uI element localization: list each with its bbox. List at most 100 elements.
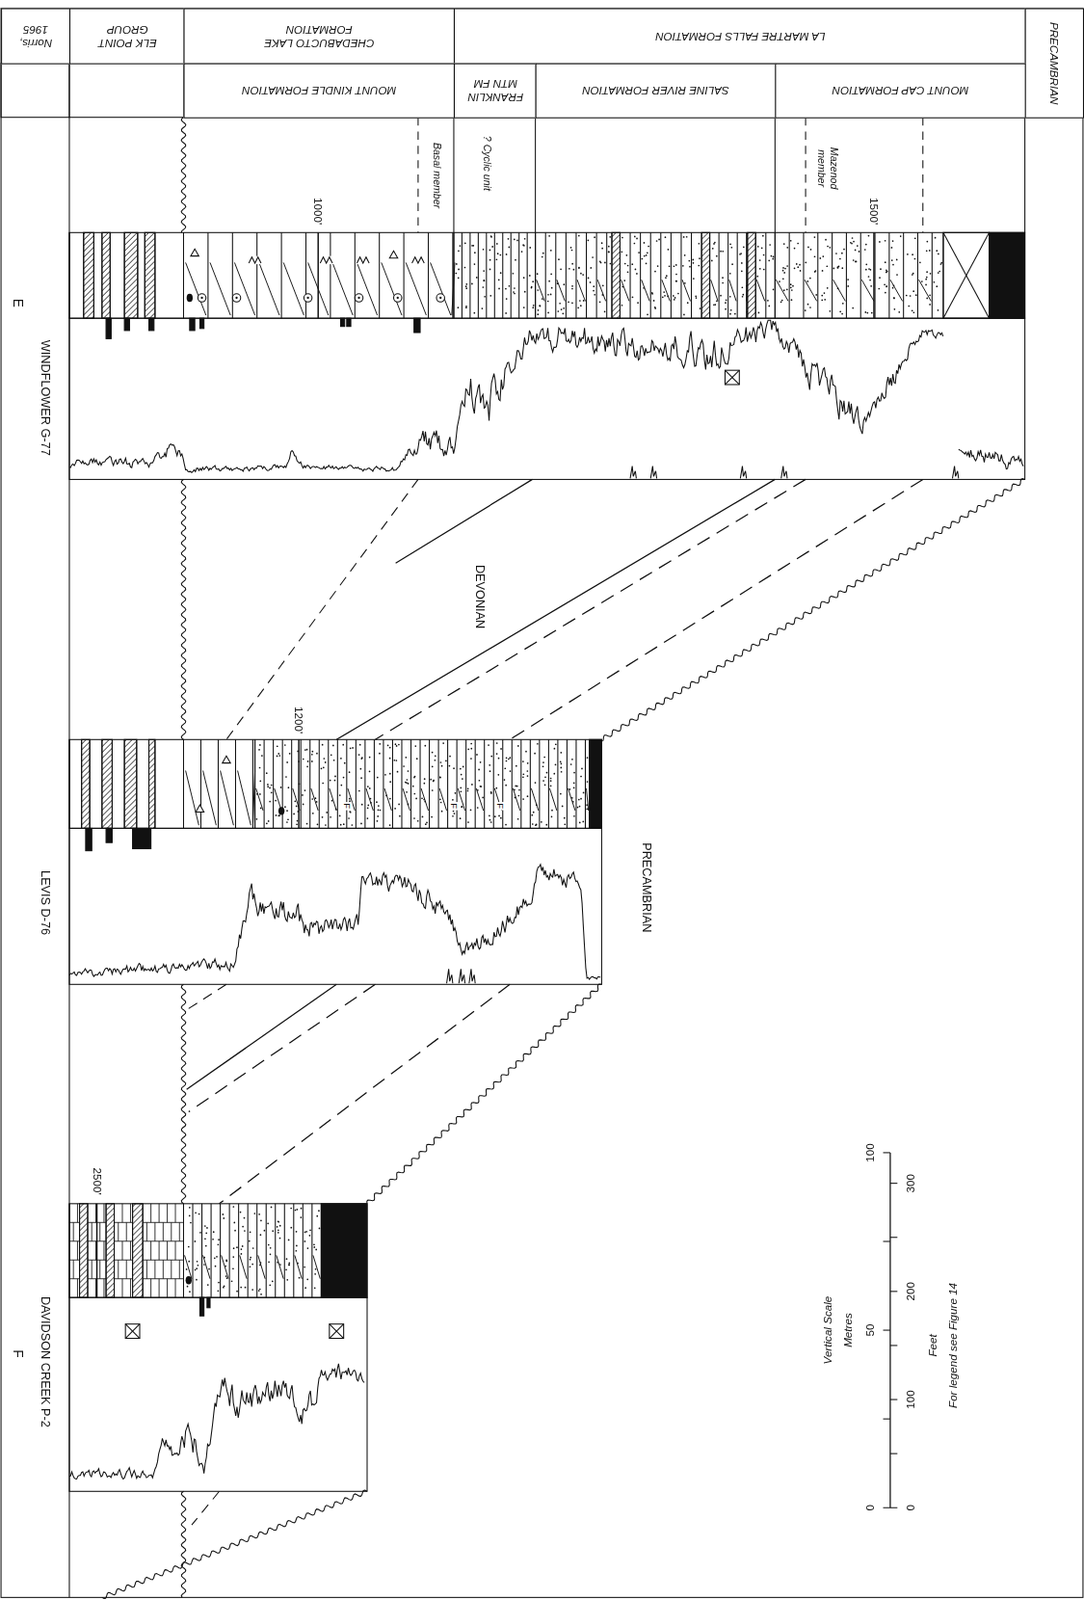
sand-dot (579, 299, 582, 302)
precambrian-fill (320, 1203, 368, 1297)
boundary-line (130, 1203, 132, 1222)
boundary-line (256, 232, 258, 318)
sand-dot (397, 743, 400, 746)
sand-dot (505, 760, 508, 763)
sand-dot (483, 295, 486, 298)
sand-dot (756, 275, 759, 278)
sand-dot (909, 294, 912, 297)
boundary-line (329, 788, 337, 811)
boundary-line (502, 232, 503, 318)
boundary-line (729, 279, 737, 301)
sand-dot (851, 307, 854, 310)
sand-dot (442, 741, 445, 744)
sand-dot (532, 811, 535, 814)
no-log-box (329, 1323, 344, 1339)
header-cell (69, 63, 185, 118)
sand-dot (205, 1244, 208, 1247)
sand-dot (852, 240, 855, 243)
sand-dot (431, 789, 434, 792)
boundary-line (281, 232, 283, 318)
boundary-line (142, 1203, 144, 1297)
sand-dot (556, 310, 559, 313)
sand-dot (839, 258, 842, 261)
sand-dot (934, 237, 937, 239)
sand-dot (913, 311, 916, 314)
log-spike (650, 466, 657, 479)
scale-unit: Feet (926, 1333, 940, 1356)
sand-dot (214, 1265, 217, 1268)
sand-dot (578, 266, 581, 269)
sand-dot (439, 797, 442, 800)
sand-dot (490, 236, 493, 238)
sand-dot (306, 822, 309, 825)
boundary-line (427, 232, 429, 318)
sand-dot (461, 777, 464, 780)
sand-dot (302, 803, 305, 806)
sand-dot (505, 297, 508, 300)
sand-dot (729, 272, 732, 275)
sand-dot (440, 801, 443, 804)
sand-dot (251, 1288, 254, 1291)
sand-dot (527, 762, 529, 765)
sand-dot (489, 294, 492, 297)
sand-dot (551, 809, 554, 812)
boundary-line (711, 279, 718, 301)
sand-dot (376, 776, 379, 779)
sand-dot (522, 243, 525, 246)
sand-dot (551, 815, 554, 818)
sand-dot (546, 771, 549, 774)
boundary-line (93, 232, 95, 318)
sand-dot (460, 805, 463, 808)
boundary-line (183, 1203, 185, 1297)
sand-dot (684, 282, 687, 285)
sand-dot (937, 253, 940, 256)
boundary-line (534, 232, 536, 318)
sand-dot (537, 309, 540, 312)
sand-dot (269, 1246, 272, 1249)
oolite-symbol (394, 293, 402, 302)
sand-dot (188, 1290, 191, 1293)
sand-dot (222, 1216, 225, 1219)
sand-dot (278, 814, 281, 817)
sand-dot (589, 266, 592, 269)
hatched-bed (102, 739, 113, 828)
sand-dot (542, 779, 545, 782)
hatched-bed (132, 1203, 144, 1297)
sand-dot (518, 794, 521, 797)
boundary-line (690, 232, 692, 318)
boundary-line (682, 279, 690, 301)
scale-tick (883, 1329, 891, 1331)
sand-dot (782, 277, 785, 280)
sand-dot (197, 1264, 200, 1267)
sand-dot (734, 313, 737, 316)
sand-dot (599, 301, 602, 304)
boundary-line (606, 232, 608, 318)
sand-dot (698, 257, 701, 260)
sand-dot (324, 823, 327, 826)
sand-dot (459, 767, 462, 770)
boundary-line (290, 739, 292, 828)
sand-dot (851, 237, 854, 239)
boundary-line (534, 232, 536, 318)
sand-dot (360, 822, 363, 825)
sand-dot (236, 1245, 238, 1248)
sand-dot (531, 306, 534, 309)
boundary-line (125, 1323, 140, 1339)
sand-dot (329, 779, 332, 782)
boundary-line (756, 279, 765, 301)
figure-frame (0, 7, 1084, 1597)
sand-dot (211, 1238, 214, 1241)
sand-dot (277, 1219, 280, 1222)
sand-dot (421, 796, 424, 799)
boundary-line (229, 1203, 231, 1297)
sand-dot (663, 294, 666, 297)
sand-dot (412, 785, 415, 788)
boundary-line (258, 1254, 265, 1278)
boundary-line (179, 1221, 181, 1241)
boundary-line (210, 262, 231, 316)
sand-dot (577, 306, 580, 309)
sand-dot (349, 746, 352, 749)
boundary-line (833, 279, 847, 301)
sand-dot (814, 270, 817, 273)
